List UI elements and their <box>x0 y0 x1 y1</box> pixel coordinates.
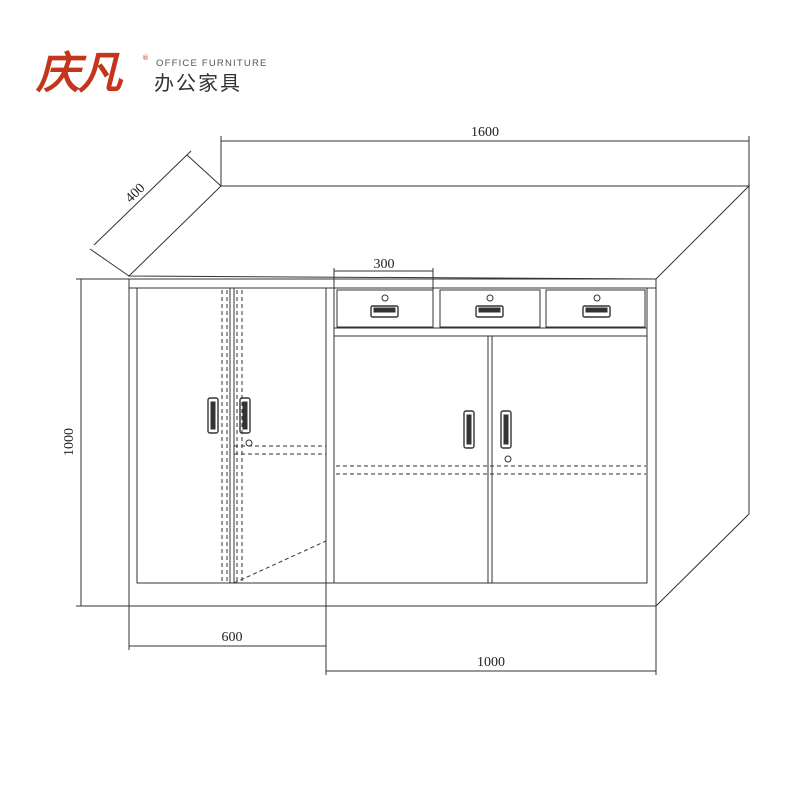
dimension-total-width-label: 1600 <box>471 125 499 140</box>
drawer-2-handle <box>475 305 504 318</box>
dimension-total-width: 1600 <box>220 125 750 186</box>
drawer-3-handle <box>582 305 611 318</box>
right-door-handle <box>463 410 475 449</box>
drawer-row <box>333 287 648 337</box>
right-door-lock-icon <box>504 455 512 463</box>
dimension-right-section-label: 1000 <box>477 655 505 670</box>
dimension-left-section-label: 600 <box>222 630 243 645</box>
left-door-lock-icon <box>245 439 253 447</box>
dimension-depth: 400 <box>89 150 222 277</box>
drawer-1-lock-icon <box>381 294 389 302</box>
dimension-left-section: 600 <box>128 583 327 675</box>
cabinet-top-surface <box>127 185 751 280</box>
drawer-3-lock-icon <box>593 294 601 302</box>
dimension-drawer-width-label: 300 <box>374 257 395 272</box>
dimension-height: 1000 <box>62 278 129 607</box>
registered-mark: ® <box>142 54 149 62</box>
drawer-2-lock-icon <box>486 294 494 302</box>
dimension-depth-label: 400 <box>123 181 149 206</box>
dimension-right-section: 1000 <box>326 606 657 675</box>
right-door-handle-2 <box>500 410 512 449</box>
left-cabinet-hidden-lines <box>221 290 327 584</box>
left-door-handle <box>207 397 219 434</box>
brand-logo: 庆凡 ® OFFICE FURNITURE 办公家具 <box>36 48 266 108</box>
right-cabinet-doors <box>487 336 493 583</box>
brand-english-name: OFFICE FURNITURE <box>156 58 268 69</box>
dimension-drawer-width: 300 <box>333 257 434 290</box>
cabinet-side-panel <box>655 186 750 607</box>
dimension-height-label: 1000 <box>62 428 77 456</box>
brand-mark: 庆凡 <box>36 48 122 99</box>
brand-chinese-name: 办公家具 <box>154 71 242 95</box>
drawer-1-handle <box>370 305 399 318</box>
right-cabinet-hidden-lines <box>336 465 646 475</box>
left-door-handle-2 <box>239 397 251 434</box>
